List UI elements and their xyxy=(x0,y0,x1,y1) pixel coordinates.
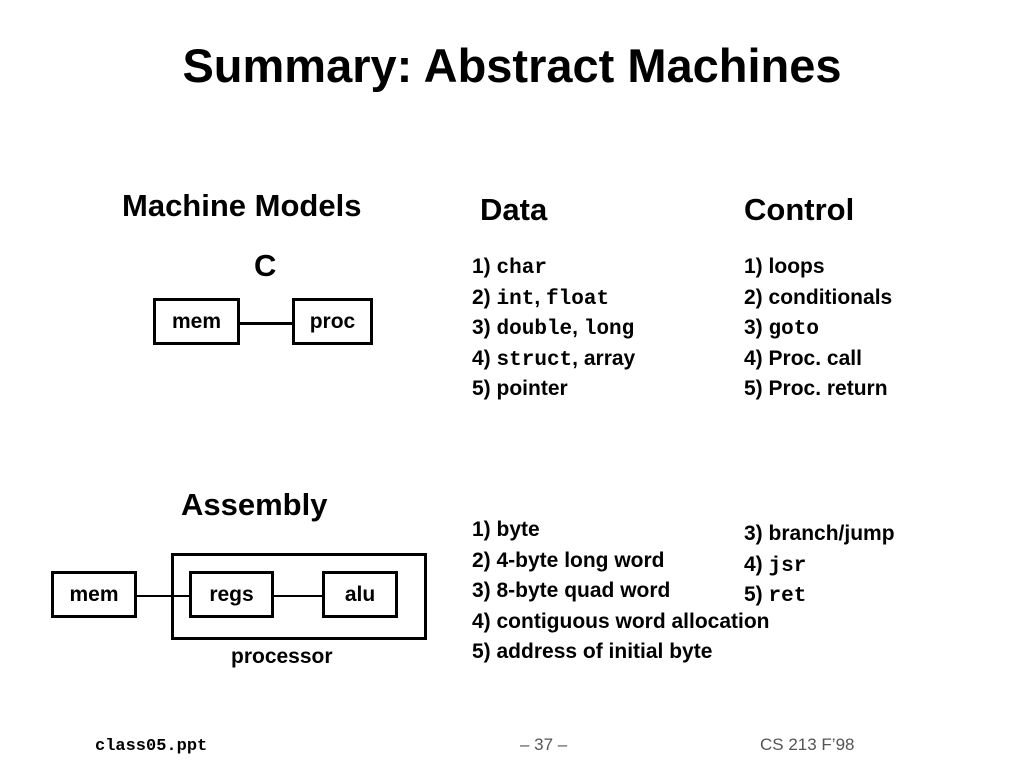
machine-models-heading: Machine Models xyxy=(122,188,362,223)
asm-data-list: 1) byte 2) 4-byte long word 3) 8-byte qu… xyxy=(472,515,770,668)
c-control-item-2: 2) conditionals xyxy=(744,285,893,309)
c-data-item-1: 1) char xyxy=(472,255,547,280)
footer-filename: class05.ppt xyxy=(95,737,208,756)
c-data-item-5: 5) pointer xyxy=(472,377,568,400)
c-control-list: 1) loops 2) conditionals 3) goto 4) Proc… xyxy=(744,252,892,405)
data-heading: Data xyxy=(480,192,548,227)
c-control-item-5: 5) Proc. return xyxy=(744,377,888,400)
asm-control-list: 3) branch/jump 4) jsr 5) ret xyxy=(744,519,895,611)
processor-label: processor xyxy=(231,645,333,668)
c-model-label: C xyxy=(254,248,277,283)
asm-alu-box: alu xyxy=(322,571,398,618)
c-control-item-3: 3) goto xyxy=(744,316,819,341)
footer-course: CS 213 F’98 xyxy=(760,735,855,754)
asm-mem-box: mem xyxy=(51,571,137,618)
asm-data-item-1: 1) byte xyxy=(472,518,540,541)
c-proc-box: proc xyxy=(292,298,373,345)
asm-regs-box: regs xyxy=(189,571,274,618)
page-title: Summary: Abstract Machines xyxy=(182,39,842,92)
asm-data-item-2: 2) 4-byte long word xyxy=(472,548,665,572)
asm-data-item-3: 3) 8-byte quad word xyxy=(472,579,671,602)
c-connector-line xyxy=(238,322,294,325)
footer-page-number: – 37 – xyxy=(520,735,568,754)
c-data-item-2: 2) int, float xyxy=(472,285,610,311)
c-mem-box: mem xyxy=(153,298,240,345)
asm-data-item-5: 5) address of initial byte xyxy=(472,640,713,663)
asm-control-item-3: 3) branch/jump xyxy=(744,522,895,545)
c-data-item-3: 3) double, long xyxy=(472,316,635,341)
asm-control-item-5: 5) ret xyxy=(744,583,807,608)
c-control-item-1: 1) loops xyxy=(744,255,825,278)
asm-data-item-4: 4) contiguous word allocation xyxy=(472,609,770,633)
c-data-list: 1) char 2) int, float 3) double, long 4)… xyxy=(472,252,635,405)
asm-mem-connector-line xyxy=(135,595,190,597)
asm-regs-connector-line xyxy=(272,595,324,597)
asm-control-item-4: 4) jsr xyxy=(744,552,807,578)
processor-frame xyxy=(171,553,427,640)
c-control-item-4: 4) Proc. call xyxy=(744,346,862,370)
assembly-model-label: Assembly xyxy=(181,487,328,522)
control-heading: Control xyxy=(744,192,855,227)
c-data-item-4: 4) struct, array xyxy=(472,346,636,372)
